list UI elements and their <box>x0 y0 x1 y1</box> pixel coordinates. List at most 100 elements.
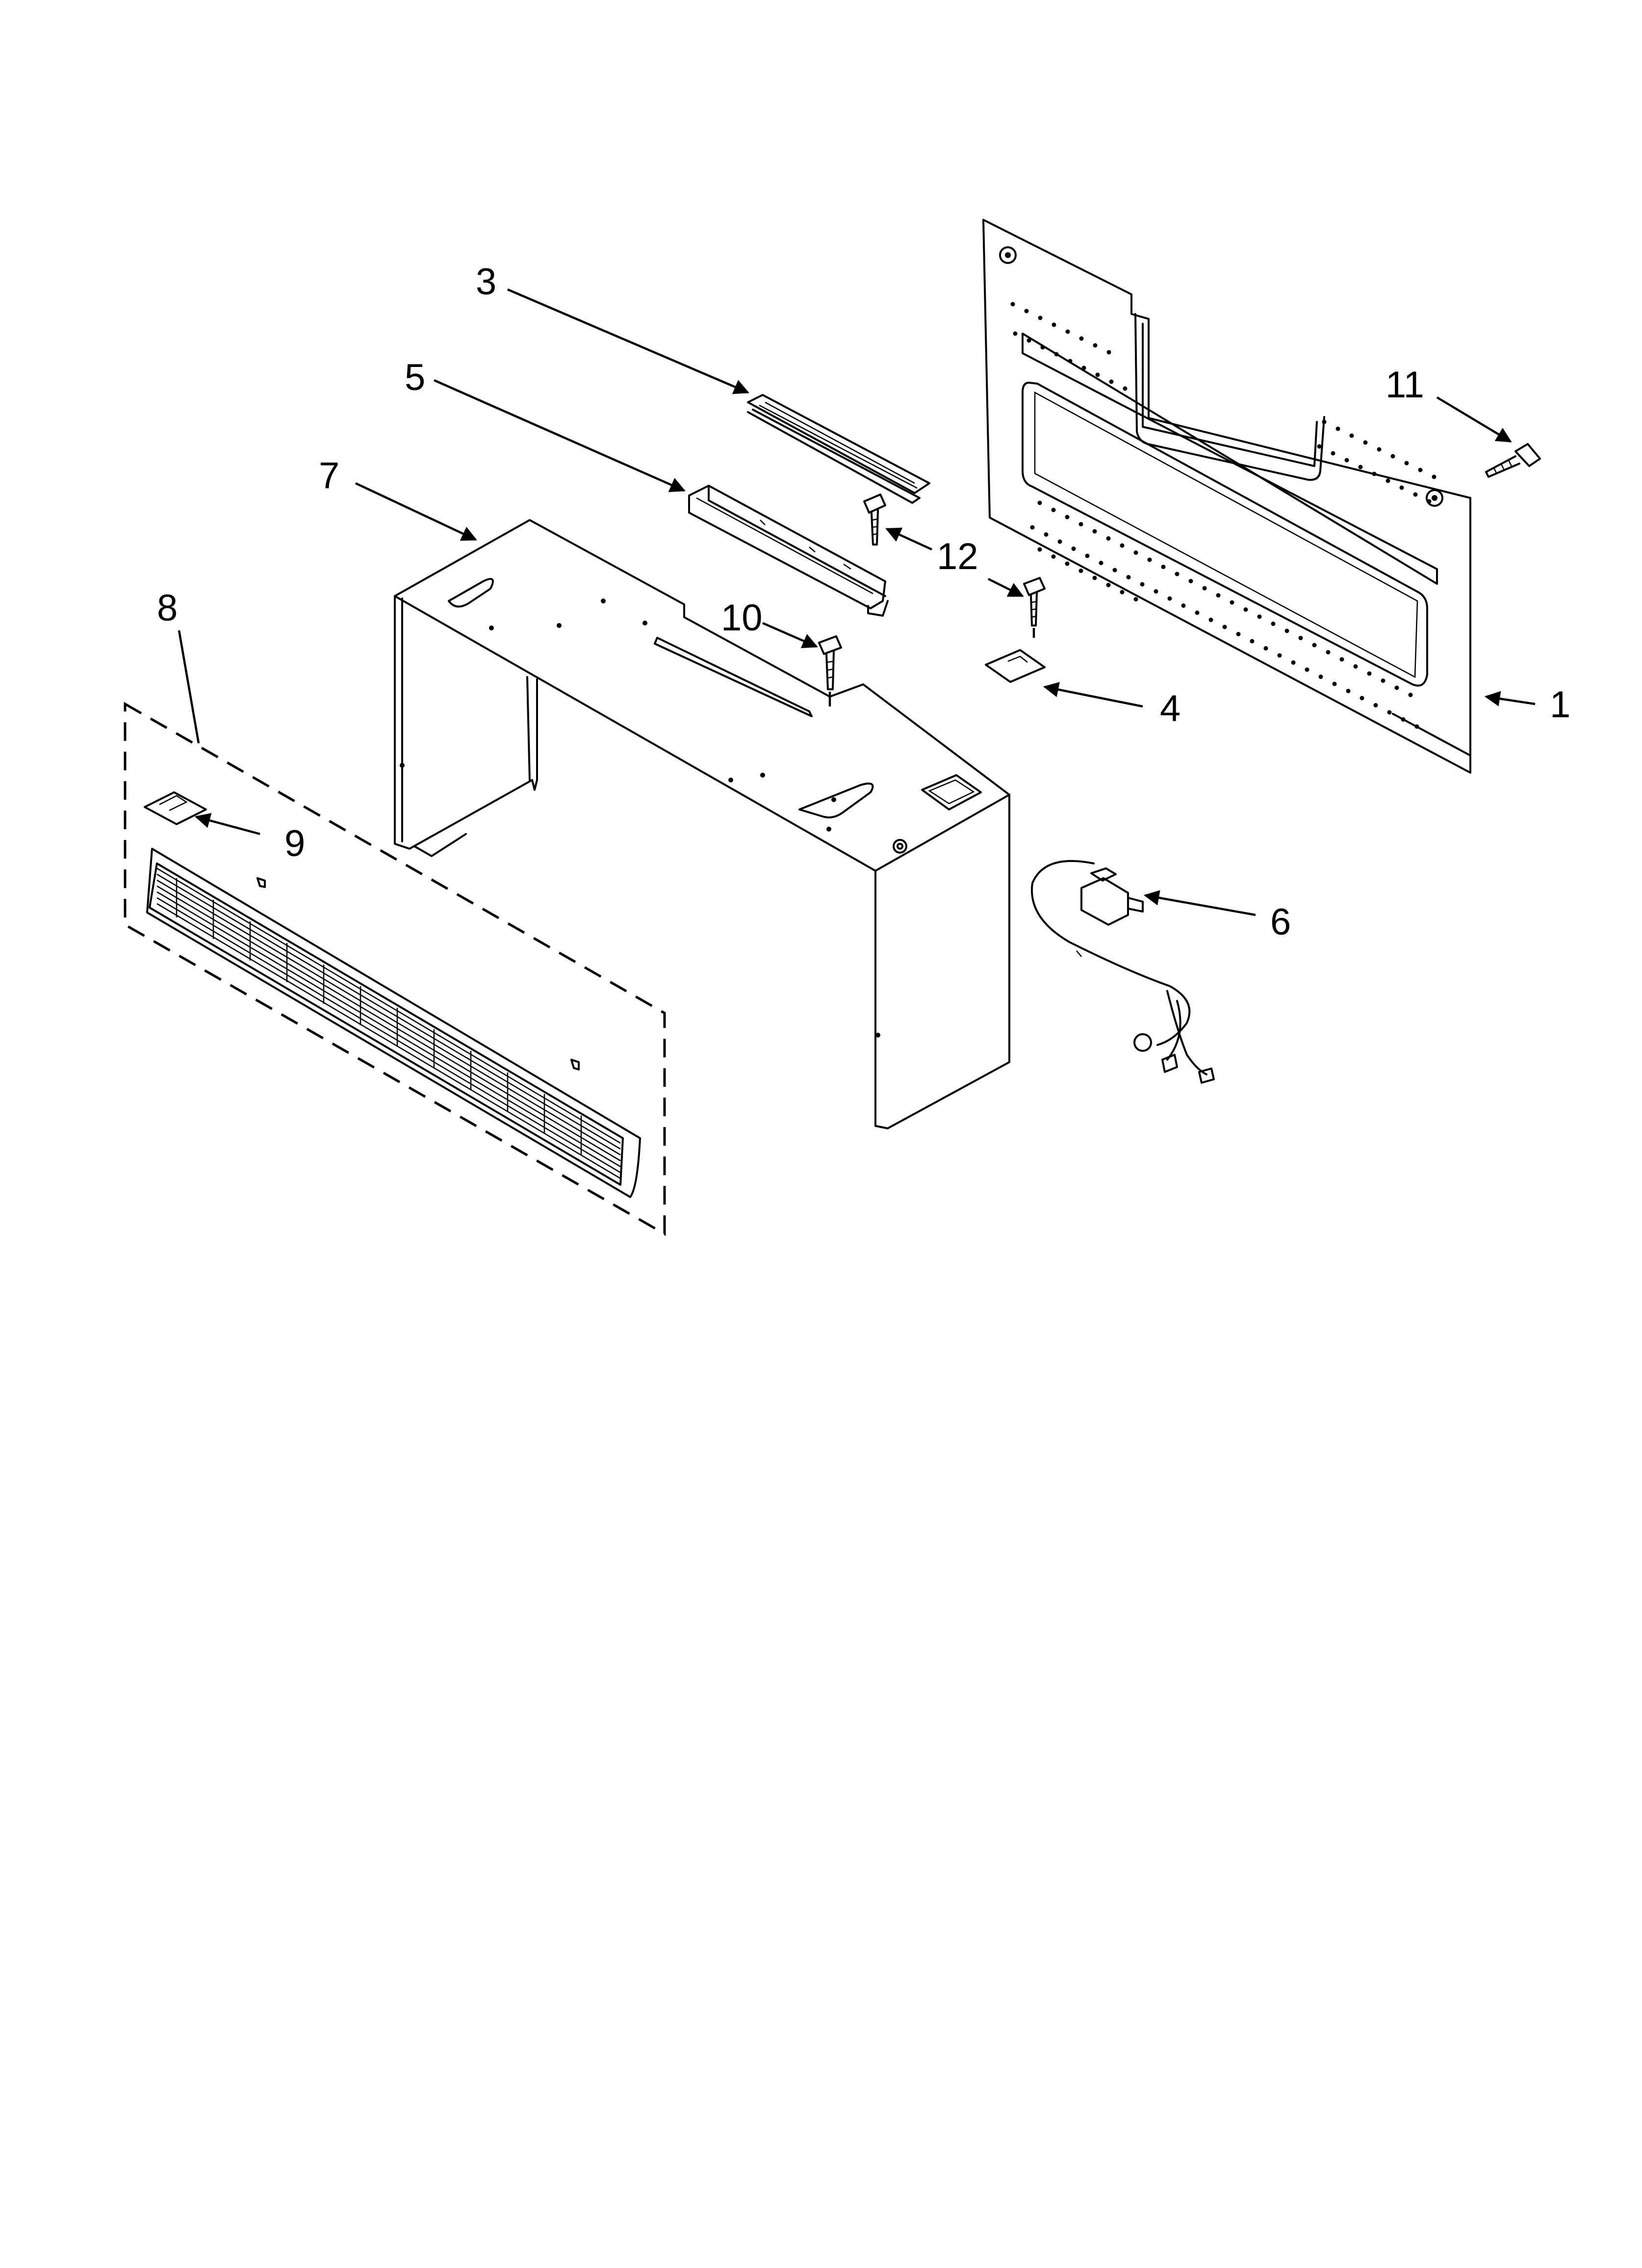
plate-perforation <box>1318 675 1323 679</box>
plate-perforation <box>1054 352 1059 357</box>
plate-perforation <box>1263 646 1268 651</box>
plate-perforation <box>1353 664 1358 669</box>
part-3-channel-strip <box>747 394 930 504</box>
grille-slat <box>156 903 621 1179</box>
plate-perforation <box>1106 536 1111 541</box>
part-6-wire-harness <box>1031 860 1215 1084</box>
callout-12: 12 <box>937 536 978 577</box>
plate-perforation <box>1408 693 1413 697</box>
plate-perforation <box>1081 365 1086 370</box>
plate-perforation <box>1024 309 1029 313</box>
plate-perforation <box>1065 515 1070 520</box>
plate-perforation <box>1349 433 1354 438</box>
plate-perforation <box>1399 485 1404 490</box>
leader-6 <box>1143 890 1256 916</box>
leader-9 <box>194 813 260 835</box>
plate-perforation <box>1363 440 1368 445</box>
plate-perforation <box>1126 575 1131 579</box>
plate-perforation <box>1372 471 1377 476</box>
part-8-grille <box>124 702 666 1236</box>
plate-perforation <box>1133 550 1138 555</box>
plate-perforation <box>1326 650 1331 654</box>
plate-perforation <box>1078 569 1083 573</box>
leader-3 <box>507 288 749 394</box>
plate-perforation <box>1312 643 1317 648</box>
plate-perforation <box>1120 543 1125 548</box>
leader-12a <box>885 527 932 551</box>
plate-perforation <box>1038 315 1043 320</box>
plate-perforation <box>1367 671 1372 676</box>
plate-perforation <box>1057 539 1062 544</box>
plate-perforation <box>1401 717 1406 722</box>
plate-perforation <box>1427 499 1432 504</box>
plate-perforation <box>1030 525 1035 530</box>
plate-perforation <box>1065 329 1070 334</box>
callout-9: 9 <box>284 823 305 864</box>
callout-10: 10 <box>721 597 763 639</box>
plate-perforation <box>1013 331 1018 336</box>
callout-5: 5 <box>405 357 425 398</box>
leader-8 <box>178 630 200 744</box>
plate-perforation <box>1373 703 1378 707</box>
plate-perforation <box>1346 689 1351 693</box>
plate-perforation <box>1112 568 1117 573</box>
part-1-mounting-plate <box>982 219 1471 774</box>
plate-perforation <box>1222 625 1227 629</box>
plate-perforation <box>1390 454 1395 459</box>
part-10-screw <box>818 635 842 690</box>
plate-perforation <box>1322 419 1327 424</box>
plate-perforation <box>1298 636 1303 640</box>
plate-perforation <box>1216 593 1221 598</box>
plate-perforation <box>1331 451 1335 456</box>
plate-perforation <box>1106 350 1111 355</box>
plate-perforation <box>1092 575 1097 580</box>
plate-perforation <box>1026 338 1031 343</box>
plate-perforation <box>1344 458 1349 463</box>
plate-perforation <box>1432 474 1437 479</box>
plate-perforation <box>1068 359 1073 364</box>
plate-perforation <box>1335 426 1340 431</box>
plate-perforation <box>1147 557 1152 562</box>
plate-perforation <box>1271 622 1276 626</box>
plate-perforation <box>1052 322 1056 327</box>
plate-perforation <box>1202 586 1207 591</box>
plate-perforation <box>1078 522 1083 526</box>
plate-perforation <box>1277 653 1282 658</box>
leader-lines <box>178 288 1536 916</box>
plate-perforation <box>1381 678 1385 683</box>
callout-6: 6 <box>1270 901 1291 943</box>
plate-perforation <box>1085 553 1090 558</box>
callout-1: 1 <box>1550 684 1570 726</box>
plate-perforation <box>1079 336 1084 341</box>
callout-3: 3 <box>476 261 496 303</box>
plate-perforation <box>1065 561 1070 566</box>
leader-4 <box>1043 682 1143 708</box>
plate-perforation <box>1360 696 1364 701</box>
part-11-screw <box>1485 443 1541 478</box>
plate-perforation <box>1181 603 1186 608</box>
plate-perforation <box>1339 657 1344 662</box>
plate-perforation <box>1095 372 1100 377</box>
grille-slat <box>156 897 621 1173</box>
plate-perforation <box>1291 660 1296 665</box>
plate-perforation <box>1243 607 1248 612</box>
leader-1 <box>1484 691 1536 706</box>
plate-perforation <box>1037 547 1042 552</box>
part-5-bracket <box>688 485 889 617</box>
grille-slat <box>156 867 621 1144</box>
plate-perforation <box>1358 465 1363 469</box>
plate-perforation <box>1140 582 1145 587</box>
plate-perforation <box>1230 600 1234 605</box>
plate-perforation <box>1208 618 1213 622</box>
leader-12b <box>987 577 1024 598</box>
plate-perforation <box>1418 468 1423 472</box>
grille-slat <box>156 885 621 1162</box>
leader-11 <box>1436 396 1512 443</box>
plate-perforation <box>1161 565 1166 569</box>
plate-perforation <box>1040 345 1045 350</box>
grille-slat <box>156 873 621 1150</box>
plate-perforation <box>1332 681 1337 686</box>
plate-perforation <box>1385 478 1390 483</box>
plate-perforation <box>1120 590 1125 595</box>
